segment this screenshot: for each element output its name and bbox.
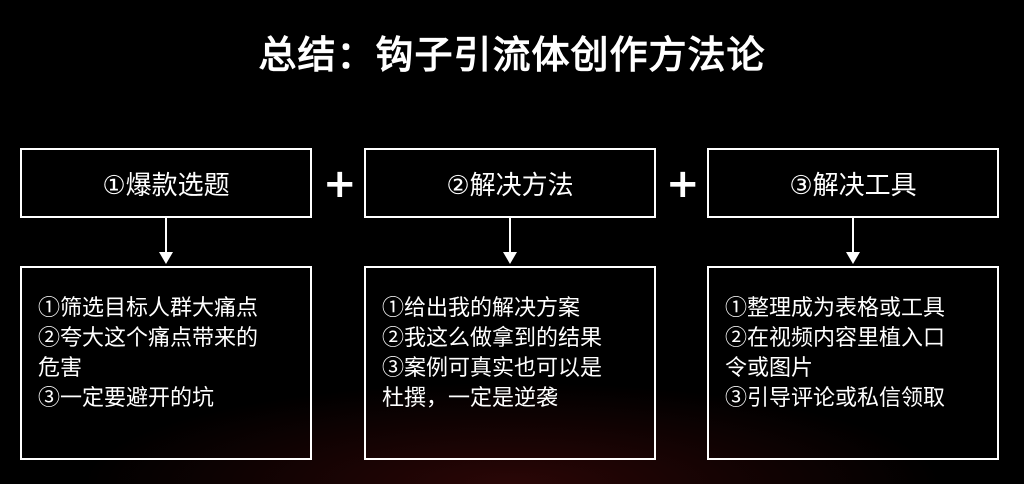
detail-box-tool: ①整理成为表格或工具 ②在视频内容里植入口 令或图片 ③引导评论或私信领取 (707, 266, 999, 460)
arrow-down-icon (852, 218, 854, 262)
detail-line: ①整理成为表格或工具 (725, 296, 946, 321)
arrowhead-icon (503, 252, 517, 264)
detail-line: ③案例可真实也可以是 (382, 356, 603, 381)
detail-line: ②在视频内容里植入口 (725, 326, 946, 351)
arrow-down-icon (165, 218, 167, 262)
page-title: 总结：钩子引流体创作方法论 (258, 33, 766, 77)
detail-line: ③一定要避开的坑 (38, 386, 215, 411)
header-box-tool: ③解决工具 (707, 148, 999, 218)
arrow-down-icon (509, 218, 511, 262)
detail-line: ①筛选目标人群大痛点 (38, 296, 259, 321)
plus-icon: + (323, 161, 357, 207)
detail-box-solution: ①给出我的解决方案 ②我这么做拿到的结果 ③案例可真实也可以是 杜撰，一定是逆袭 (364, 266, 656, 460)
plus-icon: + (666, 161, 700, 207)
detail-line: ①给出我的解决方案 (382, 296, 581, 321)
detail-line: 令或图片 (725, 356, 814, 381)
arrowhead-icon (846, 252, 860, 264)
header-box-hot-topic: ①爆款选题 (20, 148, 312, 218)
detail-line: ③引导评论或私信领取 (725, 386, 946, 411)
detail-box-hot-topic: ①筛选目标人群大痛点 ②夸大这个痛点带来的 危害 ③一定要避开的坑 (20, 266, 312, 460)
detail-line: ②我这么做拿到的结果 (382, 326, 603, 351)
header-box-solution: ②解决方法 (364, 148, 656, 218)
detail-line: ②夸大这个痛点带来的 (38, 326, 259, 351)
arrowhead-icon (159, 252, 173, 264)
detail-line: 杜撰，一定是逆袭 (382, 386, 559, 411)
detail-line: 危害 (38, 356, 83, 381)
